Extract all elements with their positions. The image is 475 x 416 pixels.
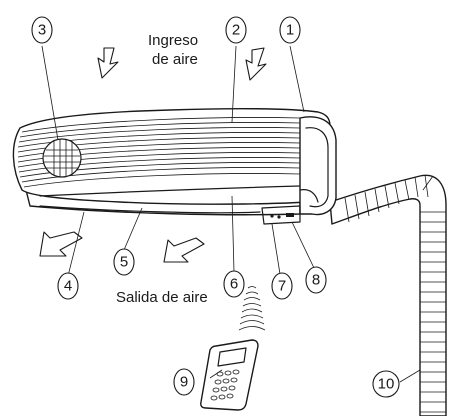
callout-1: 1 <box>279 16 301 44</box>
callout-number: 1 <box>286 22 294 39</box>
intake-arrows <box>97 47 267 81</box>
air-intake-label-line1: Ingreso <box>148 32 198 49</box>
callout-number: 9 <box>180 374 188 391</box>
callout-6: 6 <box>223 270 245 298</box>
signal-waves-icon <box>238 286 266 331</box>
callout-number: 10 <box>378 376 395 393</box>
arrow-down-left-icon <box>39 231 83 257</box>
callout-3: 3 <box>31 16 53 44</box>
callout-4: 4 <box>57 272 79 300</box>
callout-8: 8 <box>305 266 327 294</box>
callout-9: 9 <box>173 368 195 396</box>
drain-hose <box>329 174 447 416</box>
callout-number: 4 <box>64 278 72 295</box>
callout-10: 10 <box>372 370 400 398</box>
vent-grille <box>42 138 82 178</box>
callout-number: 3 <box>38 22 46 39</box>
remote-control-icon <box>200 339 259 411</box>
callout-number: 8 <box>312 272 320 289</box>
callout-number: 2 <box>232 22 240 39</box>
air-intake-label-line2: de aire <box>152 51 198 68</box>
indoor-unit <box>12 107 337 225</box>
callout-7: 7 <box>271 272 293 300</box>
callout-number: 7 <box>278 278 286 295</box>
air-outlet-label: Salida de aire <box>116 289 208 306</box>
arrow-down-left-icon <box>163 237 205 263</box>
callout-number: 6 <box>230 276 238 293</box>
callout-2: 2 <box>225 16 247 44</box>
arrow-down-icon <box>245 47 267 81</box>
callout-5: 5 <box>113 248 135 276</box>
leader-lines <box>41 45 421 383</box>
arrow-down-icon <box>97 47 119 79</box>
callout-number: 5 <box>120 254 128 271</box>
outlet-arrows <box>39 231 205 263</box>
